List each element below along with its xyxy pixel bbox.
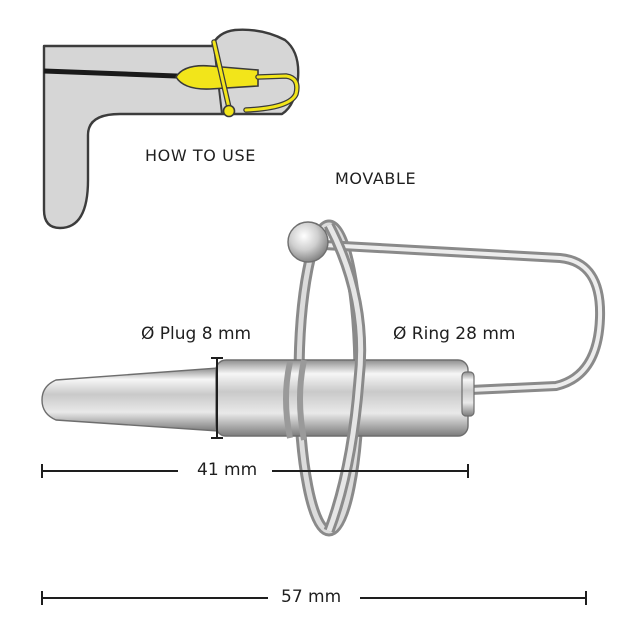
ring-diameter-label: Ø Ring 28 mm xyxy=(393,324,516,344)
usage-plug-shape xyxy=(175,64,259,90)
ring-ball xyxy=(287,221,329,263)
plug-length-label: 41 mm xyxy=(194,462,261,479)
movable-label: MOVABLE xyxy=(335,169,417,188)
total-length-dimension xyxy=(41,591,587,605)
usage-illustration xyxy=(42,28,300,230)
anatomy-outline xyxy=(42,28,300,230)
total-length-label: 57 mm xyxy=(278,589,345,606)
plug-shaft xyxy=(215,359,469,437)
plug-diameter-dimension xyxy=(211,357,223,439)
slider-clip xyxy=(283,359,307,441)
plug-length-dimension xyxy=(41,464,469,478)
plug-diameter-label: Ø Plug 8 mm xyxy=(141,324,252,344)
usage-ring-end xyxy=(222,104,236,118)
plug-tip xyxy=(41,367,219,432)
how-to-use-label: HOW TO USE xyxy=(145,146,256,165)
